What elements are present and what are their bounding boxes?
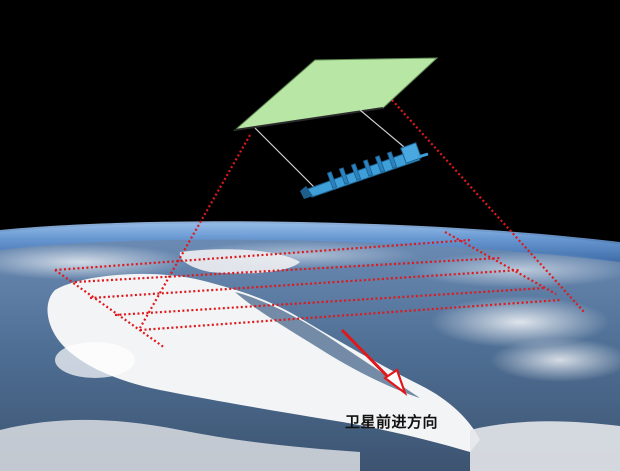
mountains: [0, 419, 360, 471]
support-struts: [254, 109, 411, 189]
atmosphere: [0, 221, 620, 262]
cloud: [490, 338, 620, 382]
cloud-landmass: [47, 273, 480, 452]
direction-label: 卫星前进方向: [345, 413, 439, 431]
water-channel: [235, 292, 420, 398]
mountains: [470, 421, 620, 471]
scan-line: [54, 238, 471, 272]
scan-line: [74, 256, 501, 284]
direction-arrow-icon: [340, 328, 408, 397]
cloud-landmass: [179, 249, 300, 274]
scan-footprint: [54, 99, 585, 349]
satellite-icon: [300, 142, 429, 199]
cloud: [410, 252, 620, 288]
solar-panel-icon: [233, 57, 439, 131]
swath-right-edge: [444, 231, 557, 295]
cloud: [430, 296, 610, 348]
beam-left: [139, 134, 251, 329]
cloud: [55, 342, 135, 378]
cloud: [0, 244, 190, 280]
